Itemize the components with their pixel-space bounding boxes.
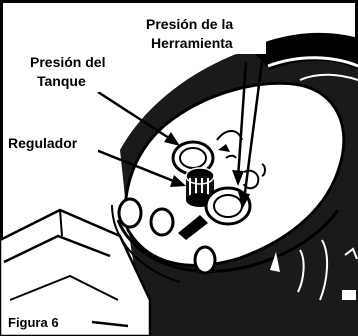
- figure-label-bg: [4, 312, 74, 332]
- tool-label-bg: [140, 14, 266, 54]
- figure-label-line: [91, 320, 129, 328]
- arrow-tool-pressure-b: [242, 61, 264, 201]
- tool-pressure-label-line2: Herramienta: [151, 35, 233, 51]
- tank-label-bg: [24, 52, 114, 92]
- regulator-knob: [185, 167, 215, 207]
- housing-details: [270, 239, 358, 301]
- regulator-label-bg: [4, 133, 98, 153]
- tool-pressure-label-line1: Presión de la: [146, 16, 233, 32]
- arrowhead-tool-pressure-b: [238, 192, 250, 208]
- leader-arrows: [91, 61, 264, 328]
- arrow-regulator: [95, 148, 177, 184]
- arrow-tool-pressure-a: [236, 61, 248, 179]
- tank-pressure-label-line1: Presión del: [30, 54, 105, 70]
- arrowhead-tool-pressure-a: [232, 170, 244, 186]
- cart-base: [0, 208, 152, 336]
- tank-pressure-label-line2: Tanque: [37, 73, 86, 89]
- quick-couplers: [117, 197, 217, 275]
- arrowhead-regulator: [170, 175, 186, 187]
- arrowhead-tank-pressure: [164, 132, 180, 146]
- regulator-label: Regulador: [8, 135, 78, 151]
- figure-caption: Figura 6: [8, 315, 59, 330]
- arrow-tank-pressure: [97, 90, 173, 142]
- tool-pressure-gauge: [204, 163, 266, 226]
